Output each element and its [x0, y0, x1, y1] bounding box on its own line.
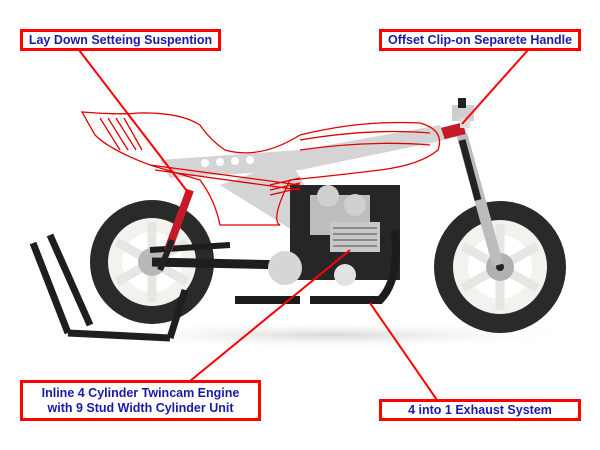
leader-lines — [78, 49, 529, 401]
leader-line-handle — [461, 49, 529, 125]
bodywork-outline — [80, 111, 441, 226]
callout-handle-text: Offset Clip-on Separete Handle — [387, 32, 573, 47]
callout-exhaust-text: 4 into 1 Exhaust System — [408, 402, 552, 417]
engine — [268, 185, 400, 286]
ground-shadow — [70, 321, 590, 349]
front-wheel — [434, 201, 566, 333]
callout-engine-text-line1: Inline 4 Cylinder Twincam Engine — [41, 385, 240, 400]
callout-suspension: Lay Down Setteing Suspention — [20, 29, 221, 51]
callout-handle: Offset Clip-on Separete Handle — [379, 29, 581, 51]
callout-exhaust: 4 into 1 Exhaust System — [379, 399, 581, 421]
callout-suspension-text: Lay Down Setteing Suspention — [28, 32, 213, 47]
leader-line-engine — [189, 249, 351, 382]
leader-line-suspension — [78, 49, 191, 196]
leader-line-exhaust — [369, 302, 438, 401]
swingarm — [149, 242, 291, 270]
rear-shock — [157, 188, 194, 272]
paddock-stand — [29, 233, 189, 342]
callout-engine-text-line2: with 9 Stud Width Cylinder Unit — [47, 400, 234, 415]
callout-engine: Inline 4 Cylinder Twincam Engine with 9 … — [20, 380, 261, 421]
